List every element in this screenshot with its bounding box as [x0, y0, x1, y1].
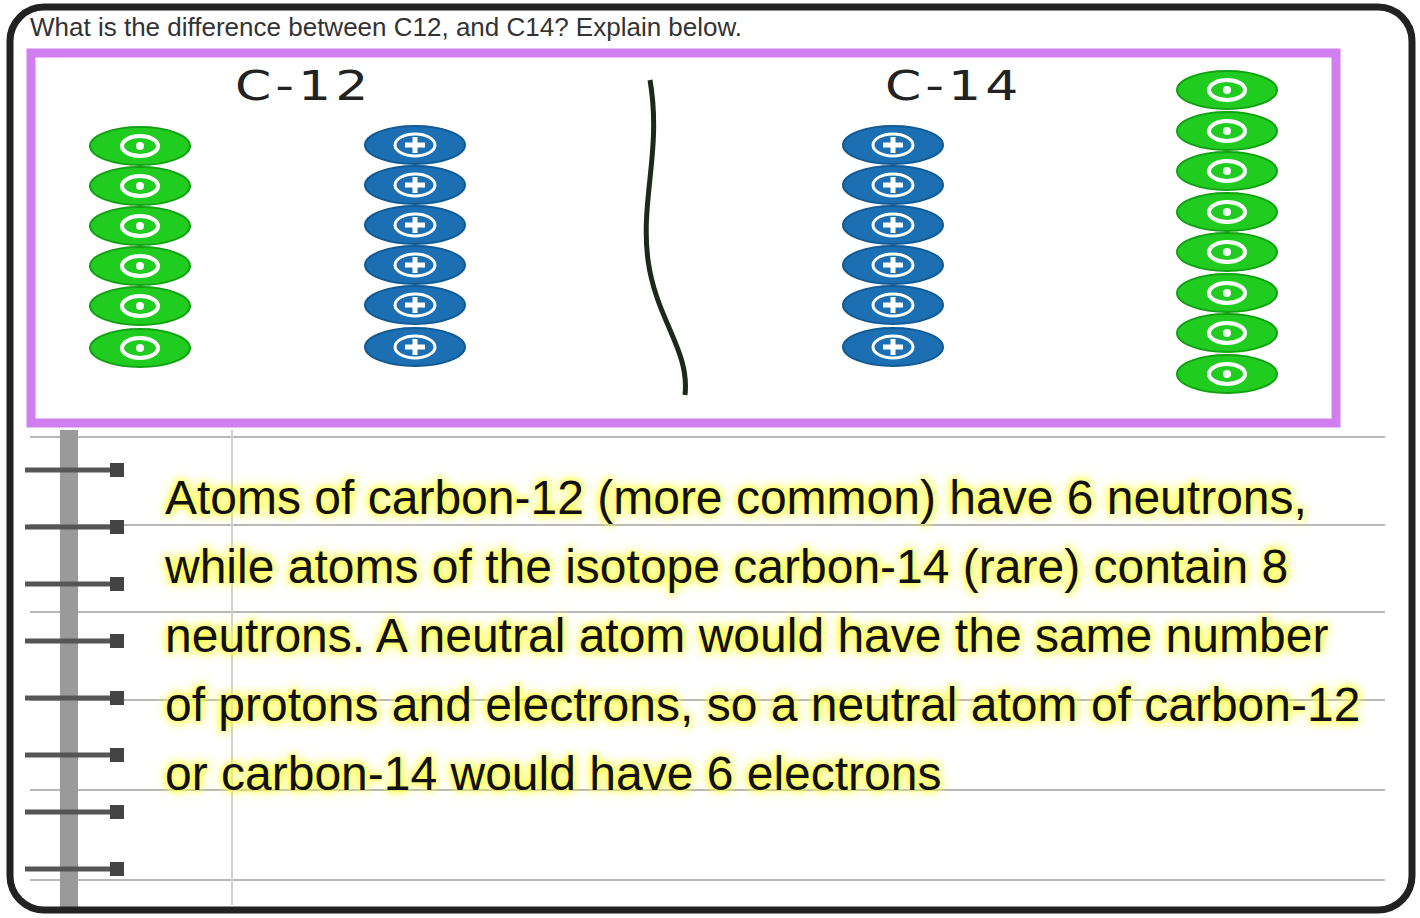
- carbon-12-electrons: [90, 127, 190, 367]
- answer-paragraph: Atoms of carbon-12 (more common) have 6 …: [165, 463, 1380, 808]
- spiral-binding: [25, 430, 124, 908]
- carbon-12-protons: [365, 126, 465, 366]
- outer-frame: [10, 7, 1412, 910]
- notebook-lines: [30, 430, 1385, 905]
- question-heading: What is the difference between C12, and …: [30, 12, 742, 43]
- purple-frame: [31, 53, 1336, 423]
- divider-line: [646, 80, 685, 395]
- isotope-label: C-14: [885, 62, 1022, 110]
- isotope-label: C-12: [235, 62, 372, 110]
- carbon-14-electrons: [1177, 71, 1277, 393]
- carbon-14-protons: [843, 126, 943, 366]
